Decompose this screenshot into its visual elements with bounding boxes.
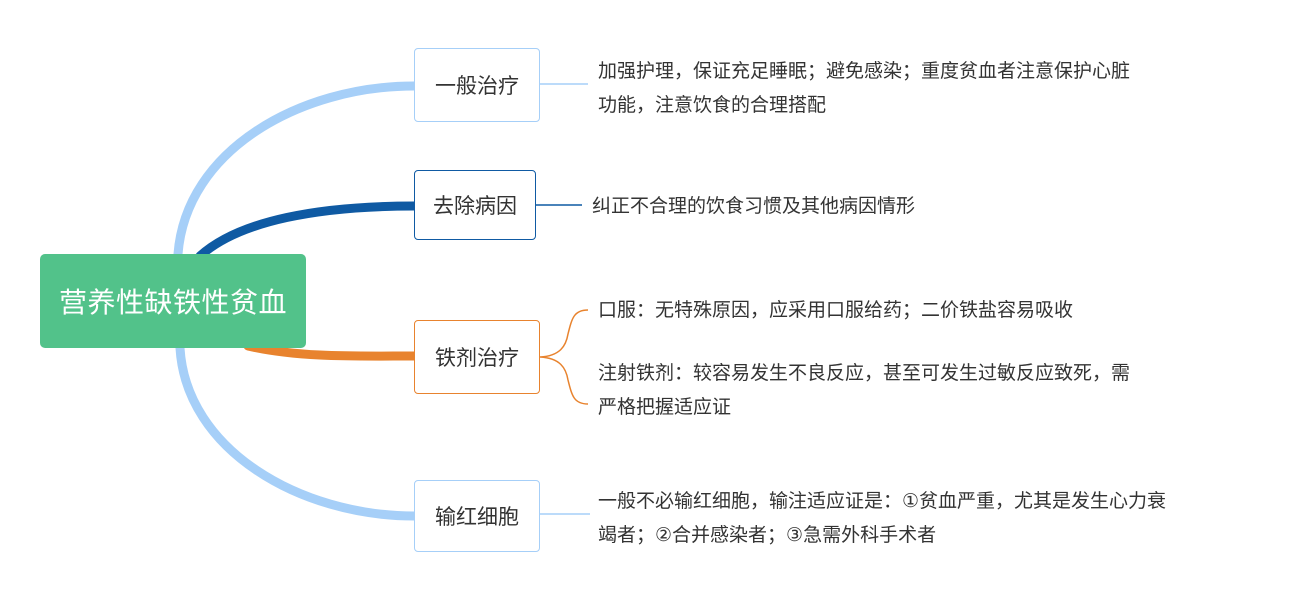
connector-remove-cause: [195, 201, 419, 261]
connector-red-cell-transfusion: [175, 343, 419, 521]
branch-label: 一般治疗: [435, 74, 519, 98]
connector-general-treatment: [173, 81, 419, 259]
branch-node-remove-cause[interactable]: 去除病因: [414, 170, 536, 240]
detail-remove-cause: 纠正不合理的饮食习惯及其他病因情形: [592, 195, 916, 217]
detail-general-treatment: 加强护理，保证充足睡眠；避免感染；重度贫血者注意保护心脏功能，注意饮食的合理搭配: [598, 60, 1131, 116]
detail-iron-injection: 注射铁剂：较容易发生不良反应，甚至可发生过敏反应致死，需严格把握适应证: [598, 362, 1131, 418]
branch-node-general-treatment[interactable]: 一般治疗: [414, 48, 540, 122]
root-node[interactable]: 营养性缺铁性贫血: [40, 254, 306, 348]
leaf-bracket-iron-therapy: [539, 309, 589, 405]
branch-label: 输红细胞: [435, 505, 519, 529]
connector-iron-therapy: [243, 341, 419, 361]
branch-label: 去除病因: [433, 194, 517, 218]
branch-node-red-cell-transfusion[interactable]: 输红细胞: [414, 480, 540, 552]
branch-node-iron-therapy[interactable]: 铁剂治疗: [414, 320, 540, 394]
root-node-label: 营养性缺铁性贫血: [58, 286, 287, 319]
detail-iron-oral: 口服：无特殊原因，应采用口服给药；二价铁盐容易吸收: [598, 299, 1074, 321]
branch-label: 铁剂治疗: [435, 346, 519, 370]
detail-red-cell-transfusion: 一般不必输红细胞，输注适应证是：①贫血严重，尤其是发生心力衰竭者；②合并感染者；…: [598, 490, 1167, 546]
